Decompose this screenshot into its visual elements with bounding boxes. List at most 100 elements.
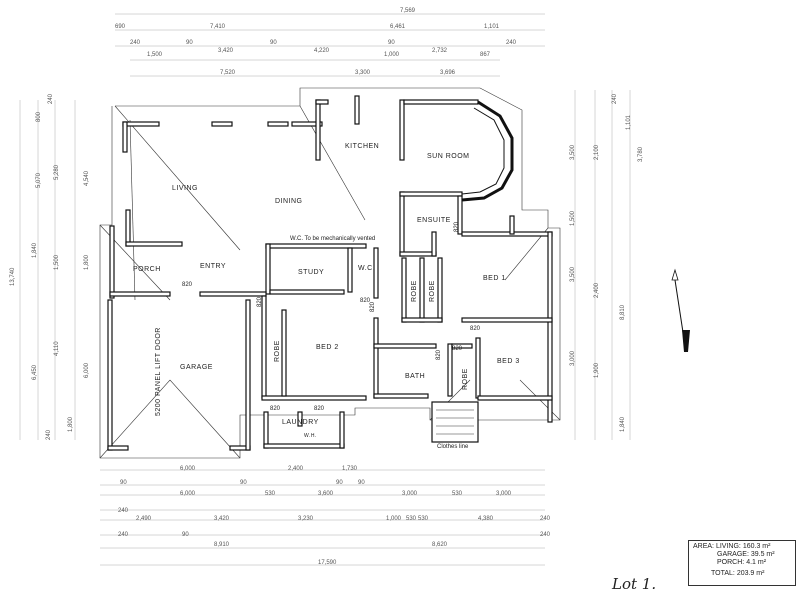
area-total-value: 203.9 m² bbox=[736, 570, 765, 577]
room-label-dining: DINING bbox=[275, 198, 303, 205]
dim-text: 4,380 bbox=[478, 516, 494, 522]
exterior-walls bbox=[107, 95, 553, 451]
dim-text: 3,000 bbox=[402, 491, 418, 497]
room-label-bath: BATH bbox=[405, 373, 425, 380]
dim-text: 1,840 bbox=[32, 242, 38, 258]
room-label-bed1: BED 1 bbox=[483, 275, 506, 282]
dim-text: 6,000 bbox=[84, 362, 90, 378]
dim-text: 1,101 bbox=[484, 24, 500, 30]
dim-text: 7,410 bbox=[210, 24, 226, 30]
dim-text: 240 bbox=[612, 93, 618, 104]
dim-text: 1,500 bbox=[570, 210, 576, 226]
door-size: 820 bbox=[470, 326, 481, 332]
room-label-kitchen: KITCHEN bbox=[345, 143, 379, 150]
room-label-robe-2: ROBE bbox=[429, 280, 436, 302]
room-label-bed3: BED 3 bbox=[497, 358, 520, 365]
dim-text: 6,461 bbox=[390, 24, 406, 30]
dim-text: 7,569 bbox=[400, 8, 416, 14]
bottom-dimension-lines bbox=[100, 469, 545, 566]
dim-text: 530 bbox=[452, 491, 463, 497]
dim-text: 7,520 bbox=[220, 70, 236, 76]
dim-text: 240 bbox=[118, 532, 129, 538]
dim-text: 3,500 bbox=[570, 144, 576, 160]
area-row-porch: PORCH: 4.1 m² bbox=[693, 559, 791, 567]
dim-text: 1,500 bbox=[147, 52, 163, 58]
room-label-ensuite: ENSUITE bbox=[417, 217, 451, 224]
clothes-line-frame bbox=[431, 401, 479, 443]
room-label-wc: W.C. bbox=[358, 265, 375, 272]
side-dimension-lines bbox=[19, 90, 631, 440]
dim-text: 1,800 bbox=[84, 254, 90, 270]
dim-text: 3,500 bbox=[570, 266, 576, 282]
room-label-bed2: BED 2 bbox=[316, 344, 339, 351]
dim-text: 3,000 bbox=[496, 491, 512, 497]
area-row-living: AREA: LIVING: 160.3 m² bbox=[693, 543, 791, 551]
dim-text: 90 bbox=[182, 532, 189, 538]
dim-text: 530 bbox=[418, 516, 429, 522]
dim-text: 13,740 bbox=[10, 267, 16, 286]
dim-text: 867 bbox=[480, 52, 491, 58]
dim-text: 3,230 bbox=[298, 516, 314, 522]
north-arrow-icon bbox=[671, 268, 690, 353]
dim-text: 4,220 bbox=[314, 48, 330, 54]
door-size: 820 bbox=[436, 349, 442, 360]
dim-text: 3,300 bbox=[355, 70, 371, 76]
dim-text: 1,800 bbox=[68, 416, 74, 432]
door-size: 820 bbox=[270, 406, 281, 412]
dim-text: 3,780 bbox=[638, 146, 644, 162]
dim-text: 8,810 bbox=[620, 304, 626, 320]
dim-text: 3,696 bbox=[440, 70, 456, 76]
room-label-robe-1: ROBE bbox=[411, 280, 418, 302]
dim-text: 240 bbox=[540, 532, 551, 538]
garage-door-note: 5200 PANEL LIFT DOOR bbox=[155, 327, 162, 416]
dim-text: 90 bbox=[270, 40, 277, 46]
room-label-porch: PORCH bbox=[133, 266, 161, 273]
area-row-garage: GARAGE: 39.5 m² bbox=[693, 551, 791, 559]
room-label-garage: GARAGE bbox=[180, 364, 213, 371]
top-dimension-lines bbox=[115, 13, 545, 77]
dim-text: 17,590 bbox=[318, 560, 337, 566]
room-label-robe-3: ROBE bbox=[274, 340, 281, 362]
door-size: 820 bbox=[454, 221, 460, 232]
area-summary-box: AREA: LIVING: 160.3 m² GARAGE: 39.5 m² P… bbox=[688, 540, 796, 586]
dim-text: 1,730 bbox=[342, 466, 358, 472]
dim-text: 8,620 bbox=[432, 542, 448, 548]
dim-text: 90 bbox=[120, 480, 127, 486]
dim-text: 1,500 bbox=[54, 254, 60, 270]
dim-text: 5,280 bbox=[54, 164, 60, 180]
dim-text: 2,400 bbox=[288, 466, 304, 472]
area-porch-label: PORCH: bbox=[717, 559, 745, 566]
dim-text: 6,000 bbox=[180, 466, 196, 472]
dim-text: 3,000 bbox=[570, 350, 576, 366]
wc-vent-note: W.C. To be mechanically vented bbox=[290, 236, 375, 242]
dim-text: 530 bbox=[406, 516, 417, 522]
area-heading: AREA: bbox=[693, 543, 715, 550]
dim-text: 240 bbox=[540, 516, 551, 522]
dim-text: 2,732 bbox=[432, 48, 448, 54]
dim-text: 800 bbox=[36, 111, 42, 122]
room-label-sun-room: SUN ROOM bbox=[427, 153, 470, 160]
dim-text: 1,840 bbox=[620, 416, 626, 432]
area-garage-value: 39.5 m² bbox=[750, 551, 775, 558]
dim-text: 4,540 bbox=[84, 170, 90, 186]
dim-text: 240 bbox=[130, 40, 141, 46]
door-size: 820 bbox=[370, 301, 376, 312]
top-dimensions: 7,569 690 7,410 6,461 1,101 240 90 3,420… bbox=[115, 8, 517, 76]
dim-text: 3,600 bbox=[318, 491, 334, 497]
dim-text: 240 bbox=[46, 429, 52, 440]
dim-text: 240 bbox=[506, 40, 517, 46]
clothes-line-note: Clothes line bbox=[437, 444, 469, 450]
dim-text: 90 bbox=[358, 480, 365, 486]
bottom-dimensions: 6,000 2,400 1,730 90 90 90 90 6,000 530 … bbox=[118, 466, 551, 566]
area-total-label: TOTAL: bbox=[711, 570, 735, 577]
dim-text: 3,420 bbox=[218, 48, 234, 54]
room-label-study: STUDY bbox=[298, 269, 324, 276]
dim-text: 1,000 bbox=[386, 516, 402, 522]
dim-text: 90 bbox=[186, 40, 193, 46]
dim-text: 3,420 bbox=[214, 516, 230, 522]
room-label-entry: ENTRY bbox=[200, 263, 226, 270]
door-size: 820 bbox=[257, 296, 263, 307]
area-living-value: 160.3 m² bbox=[742, 543, 771, 550]
room-label-living: LIVING bbox=[172, 185, 198, 192]
